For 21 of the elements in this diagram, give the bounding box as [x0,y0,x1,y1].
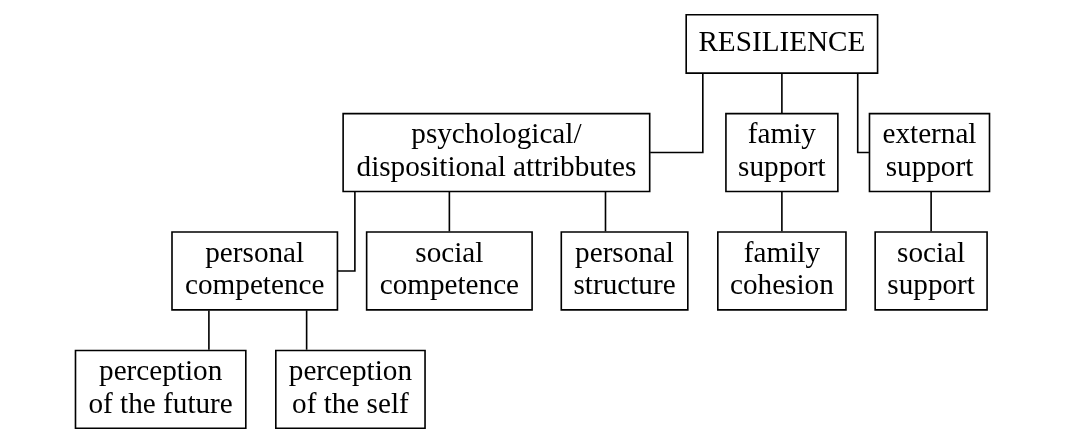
connector [856,72,870,154]
connector [305,309,308,351]
connector [337,191,356,272]
node-box: RESILIENCE [685,13,879,74]
node-box: social competence [365,231,533,311]
connector [604,191,607,233]
connector [781,72,783,115]
connector [781,191,783,233]
node-box: personal structure [560,231,689,311]
connector [448,191,451,233]
connector [649,72,704,154]
connector [930,191,932,233]
node-box: psychological/ dispositional attribbutes [342,112,651,193]
node-box: perception of the future [74,349,247,430]
connector [208,309,210,351]
node-box: perception of the self [275,349,426,430]
node-box: external support [868,112,991,193]
node-box: family cohesion [717,231,847,311]
node-box: social support [874,231,988,311]
node-box: famiy support [725,112,839,193]
node-box: personal competence [171,231,339,311]
